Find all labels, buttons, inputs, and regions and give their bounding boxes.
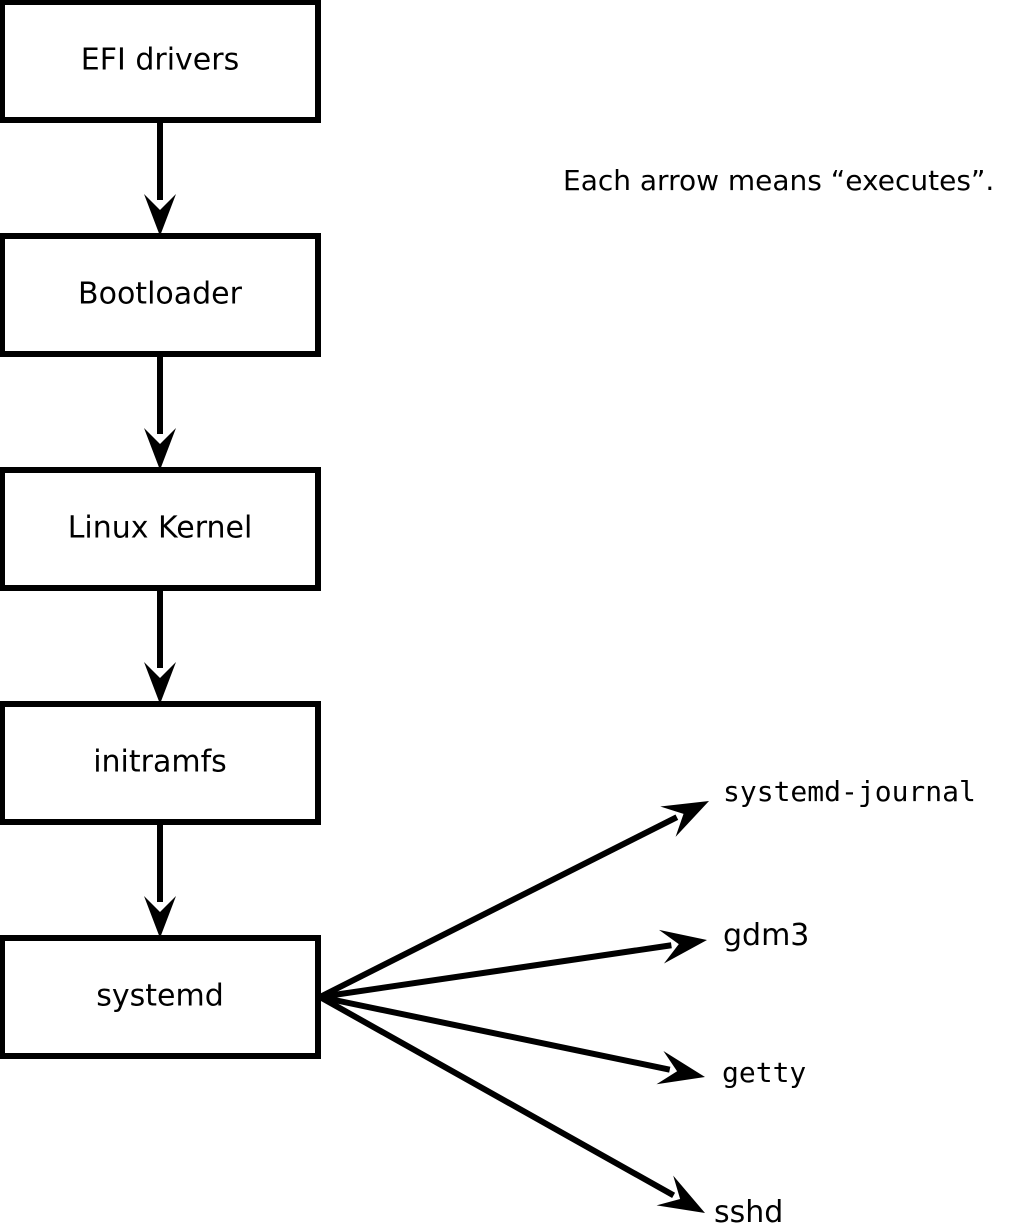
node-efi-drivers[interactable]: EFI drivers: [0, 0, 321, 123]
arrow-head-icon-bootloader-to-kernel: [144, 428, 176, 470]
node-box-efi-drivers[interactable]: [0, 0, 321, 123]
fanout-arrow-gdm3: [319, 929, 707, 1000]
node-label-initramfs: initramfs: [93, 745, 227, 780]
fanout-shaft-gdm3: [319, 942, 672, 1000]
fanout-shaft-sshd: [318, 994, 676, 1199]
chain-arrow-group: [144, 120, 176, 938]
arrow-efi-to-bootloader: [144, 120, 176, 236]
fanout-arrow-head-icon-getty: [656, 1050, 705, 1085]
node-systemd[interactable]: systemd: [0, 935, 321, 1059]
fanout-label-getty: getty: [722, 1056, 806, 1089]
node-bootloader[interactable]: Bootloader: [0, 233, 321, 357]
fanout-arrow-head-icon-systemd-journal: [660, 801, 709, 837]
arrow-head-icon-initramfs-to-systemd: [144, 896, 176, 938]
node-label-linux-kernel: Linux Kernel: [68, 511, 253, 546]
node-linux-kernel[interactable]: Linux Kernel: [0, 467, 321, 591]
fanout-label-group: systemd-journal gdm3 getty sshd: [714, 775, 976, 1230]
node-label-systemd: systemd: [96, 979, 224, 1014]
fanout-arrow-head-icon-sshd: [656, 1175, 705, 1213]
fanout-shaft-systemd-journal: [318, 814, 679, 1000]
fanout-label-systemd-journal: systemd-journal: [723, 775, 976, 808]
fanout-label-gdm3: gdm3: [723, 918, 809, 953]
fanout-arrow-head-icon-gdm3: [659, 929, 707, 964]
arrow-initramfs-to-systemd: [144, 822, 176, 938]
fanout-shaft-getty: [319, 994, 671, 1073]
fanout-label-sshd: sshd: [714, 1195, 783, 1230]
fanout-arrow-sshd: [318, 994, 705, 1213]
legend-note: Each arrow means “executes”.: [563, 164, 994, 197]
node-box-systemd[interactable]: [0, 935, 321, 1059]
node-label-bootloader: Bootloader: [78, 277, 243, 312]
arrow-head-icon-kernel-to-initramfs: [144, 662, 176, 704]
fanout-arrow-getty: [319, 994, 705, 1085]
arrow-bootloader-to-kernel: [144, 354, 176, 470]
node-initramfs[interactable]: initramfs: [0, 701, 321, 825]
arrow-head-icon-efi-to-bootloader: [144, 194, 176, 236]
fanout-arrow-group: [318, 801, 709, 1213]
node-label-efi-drivers: EFI drivers: [81, 43, 239, 78]
arrow-kernel-to-initramfs: [144, 588, 176, 704]
node-box-linux-kernel[interactable]: [0, 467, 321, 591]
fanout-arrow-systemd-journal: [318, 801, 709, 1000]
